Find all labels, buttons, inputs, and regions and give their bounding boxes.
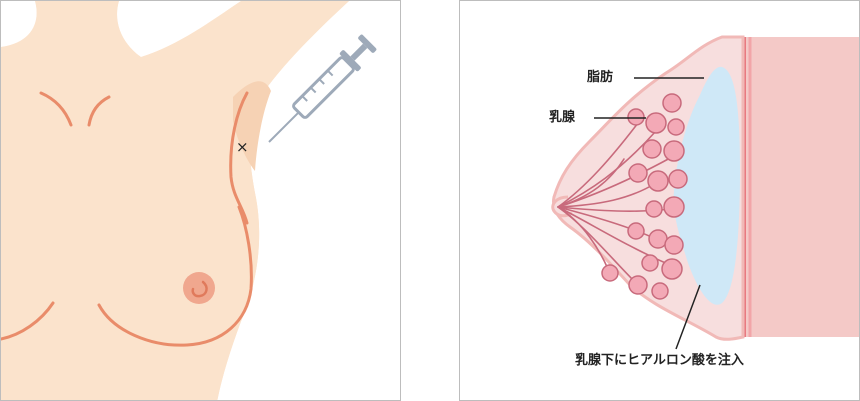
- collarbone-left: [39, 91, 73, 127]
- collarbone-right: [87, 95, 111, 127]
- syringe-icon: [268, 34, 377, 143]
- breast-cross-section: [551, 35, 859, 350]
- body-fill: [1, 1, 349, 400]
- label-fat: 脂肪: [587, 70, 614, 85]
- torso-illustration: [1, 1, 377, 400]
- underarm-shade: [117, 1, 241, 57]
- mammary-lobules: [601, 93, 688, 300]
- breast-outline-left: [1, 301, 55, 341]
- label-injection-site: 乳腺下にヒアルロン酸を注入: [575, 353, 744, 368]
- insertion-mark: ×: [236, 138, 249, 156]
- side-body-line: [229, 91, 249, 225]
- chest-wall: [743, 37, 859, 337]
- hyaluronic-acid-implant: [673, 66, 740, 305]
- underarm-shade-left: [1, 1, 37, 47]
- injection-illustration-panel: ×: [0, 0, 401, 401]
- injection-leader-line: [675, 284, 701, 350]
- label-mammary-gland: 乳腺: [549, 110, 576, 125]
- nipple: [191, 280, 208, 298]
- areola: [183, 272, 215, 304]
- breast-outline-right: [97, 205, 253, 347]
- anatomy-cross-section-panel: 脂肪 乳腺 乳腺下にヒアルロン酸を注入: [459, 0, 860, 401]
